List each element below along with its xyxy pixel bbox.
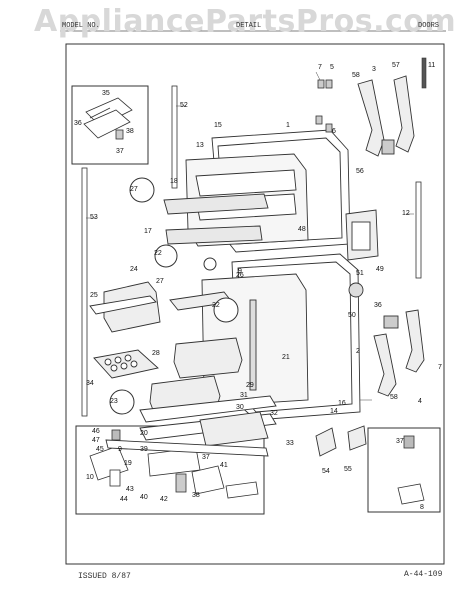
part-label-50: 50 [348, 312, 356, 319]
part-label-13: 13 [196, 142, 204, 149]
part-label-28: 28 [152, 350, 160, 357]
door-shelves [89, 281, 277, 457]
part-label-9: 9 [238, 268, 242, 275]
part-label-27-top: 27 [130, 186, 138, 193]
part-label-38-inset: 38 [126, 128, 134, 135]
part-label-14: 14 [330, 408, 338, 415]
part-label-7-top: 7 [318, 64, 322, 71]
footer-drawing-number: A-44-109 [404, 570, 443, 579]
part-label-2: 2 [356, 348, 360, 355]
part-label-40: 40 [140, 494, 148, 501]
callout-circle-23 [109, 389, 135, 415]
small-hardware [315, 79, 333, 133]
part-label-24: 24 [130, 266, 138, 273]
part-label-36-inset: 36 [74, 120, 82, 127]
part-label-58-top: 58 [352, 72, 360, 79]
part-label-6: 6 [332, 128, 336, 135]
part-label-21: 21 [282, 354, 290, 361]
leader-lines [86, 71, 414, 401]
part-label-3: 3 [372, 66, 376, 73]
part-label-36-right: 36 [374, 302, 382, 309]
callout-circle-22-mid [213, 297, 239, 323]
part-label-16: 16 [338, 400, 346, 407]
part-label-33: 33 [286, 440, 294, 447]
part-label-11: 11 [428, 62, 436, 69]
inset-box-bottom-right [367, 427, 441, 513]
hinge-brackets [315, 425, 367, 457]
freezer-door [163, 129, 351, 253]
part-label-29: 29 [246, 382, 254, 389]
part-label-57: 57 [392, 62, 400, 69]
part-label-7-right: 7 [438, 364, 442, 371]
part-label-31: 31 [240, 392, 248, 399]
inset-box-top-hinge [71, 85, 149, 165]
part-label-51: 51 [356, 270, 364, 277]
header-section-label: DOORS [418, 22, 440, 30]
header-model-label: MODEL NO. [62, 22, 100, 30]
part-label-30: 30 [236, 404, 244, 411]
strip-12 [415, 181, 422, 279]
part-label-49: 49 [376, 266, 384, 273]
part-label-18: 18 [170, 178, 178, 185]
top-hinge-drawing [83, 97, 133, 140]
callout-circle-small [203, 257, 217, 271]
watermark-text: AppliancePartsPros.com [34, 4, 457, 39]
part-label-4: 4 [418, 398, 422, 405]
part-label-9-inset: 9 [118, 446, 122, 453]
part-label-37-bottom: 37 [202, 454, 210, 461]
vent-assembly [345, 209, 379, 298]
part-label-35: 35 [102, 90, 110, 97]
egg-tray [93, 349, 159, 379]
part-label-46: 46 [92, 428, 100, 435]
inset-bottom-right-drawing [397, 435, 425, 505]
callout-circle-22-top [154, 244, 178, 268]
part-label-34: 34 [86, 380, 94, 387]
part-label-39: 39 [140, 446, 148, 453]
diagram-border [65, 43, 445, 565]
part-label-19: 19 [124, 460, 132, 467]
part-label-43: 43 [126, 486, 134, 493]
part-label-22-top: 22 [154, 250, 162, 257]
part-label-37-right-inset: 37 [396, 438, 404, 445]
part-label-58-bottom: 58 [390, 394, 398, 401]
part-label-42: 42 [160, 496, 168, 503]
fresh-food-door [201, 253, 361, 421]
part-label-38-bottom: 38 [192, 492, 200, 499]
part-label-44: 44 [120, 496, 128, 503]
part-label-32: 32 [270, 410, 278, 417]
part-label-52: 52 [180, 102, 188, 109]
part-label-27-mid: 27 [156, 278, 164, 285]
part-label-1: 1 [286, 122, 290, 129]
part-label-17: 17 [144, 228, 152, 235]
header-detail-label: DETAIL [236, 22, 262, 30]
part-label-54: 54 [322, 468, 330, 475]
part-label-8: 8 [420, 504, 424, 511]
part-label-5: 5 [330, 64, 334, 71]
part-label-23: 23 [110, 398, 118, 405]
gasket-strip-53 [81, 167, 88, 417]
part-label-53: 53 [90, 214, 98, 221]
part-label-10: 10 [86, 474, 94, 481]
part-label-22-mid: 22 [212, 302, 220, 309]
part-label-45: 45 [96, 446, 104, 453]
strip-11 [421, 57, 427, 89]
footer-issued: ISSUED 8/87 [78, 572, 131, 581]
part-label-55: 55 [344, 466, 352, 473]
door-handles [357, 75, 425, 397]
part-label-37-inset: 37 [116, 148, 124, 155]
part-label-25: 25 [90, 292, 98, 299]
part-label-41: 41 [220, 462, 228, 469]
part-label-56: 56 [356, 168, 364, 175]
part-label-15: 15 [214, 122, 222, 129]
gasket-strip-52 [171, 85, 178, 189]
callout-circle-27-top [129, 177, 155, 203]
part-label-47: 47 [92, 437, 100, 444]
part-label-26: 26 [236, 272, 244, 279]
part-label-20: 20 [140, 430, 148, 437]
part-label-12: 12 [402, 210, 410, 217]
part-label-48: 48 [298, 226, 306, 233]
